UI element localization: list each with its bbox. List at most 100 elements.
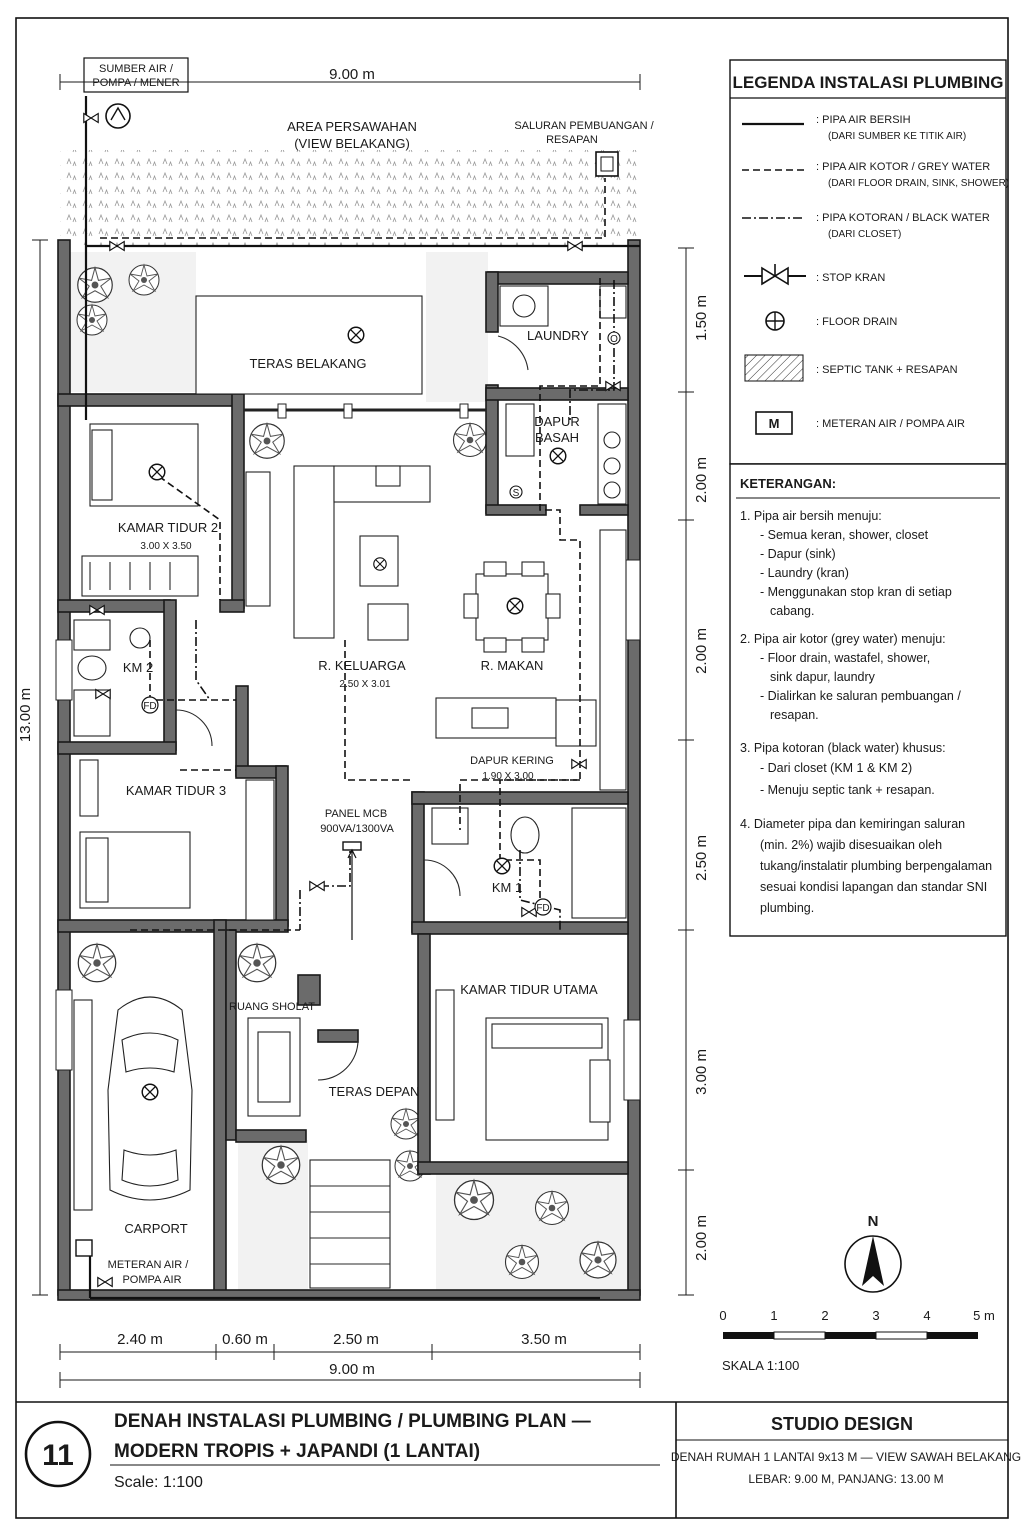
dim-right-2: 2.00 m — [693, 457, 710, 503]
stop-valve-icon — [571, 758, 587, 770]
note-line: - Dialirkan ke saluran pembuangan / — [760, 689, 961, 703]
plant-icon — [453, 1179, 495, 1221]
studio-name: STUDIO DESIGN — [771, 1414, 913, 1434]
floor-drain-marker-icon — [141, 696, 159, 714]
room-kamar-utama: KAMAR TIDUR UTAMA — [460, 982, 598, 997]
plant-icon — [390, 1108, 422, 1140]
dim-right-4: 2.50 m — [693, 835, 710, 881]
room-laundry: LAUNDRY — [527, 328, 589, 343]
legend-item-5: : FLOOR DRAIN — [816, 316, 897, 328]
note-line: - Menuju septic tank + resapan. — [760, 783, 935, 797]
meter-label: METERAN AIR / — [108, 1259, 190, 1271]
note-line: sesuai kondisi lapangan dan standar SNI — [760, 880, 987, 894]
floor-drain-icon — [549, 447, 567, 465]
room-km2: KM 2 — [123, 660, 153, 675]
rice-field-area — [60, 150, 640, 245]
dim-right-1: 1.50 m — [693, 295, 710, 341]
drain-label-2: RESAPAN — [546, 134, 598, 146]
meter-label-2: POMPA AIR — [122, 1274, 181, 1286]
dim-right-3: 2.00 m — [693, 628, 710, 674]
plant-icon — [76, 304, 108, 336]
scale-bar: 0 1 2 3 4 5 m SKALA 1:100 — [719, 1308, 994, 1373]
dim-bottom-2: 0.60 m — [222, 1331, 268, 1348]
north-label: N — [868, 1213, 879, 1230]
dim-top: 9.00 m — [329, 66, 375, 83]
note-line: resapan. — [770, 708, 819, 722]
scale-tick: 3 — [872, 1308, 879, 1323]
stop-valve-icon — [309, 880, 325, 892]
openings — [55, 335, 641, 1101]
legend-title: LEGENDA INSTALASI PLUMBING — [732, 73, 1003, 92]
plant-icon — [249, 423, 285, 459]
dim-right-6: 2.00 m — [693, 1215, 710, 1261]
sheet-size: LEBAR: 9.00 M, PANJANG: 13.00 M — [748, 1472, 943, 1486]
note-line: 1. Pipa air bersih menuju: — [740, 509, 882, 523]
plant-icon — [504, 1244, 540, 1280]
water-source-box — [83, 57, 189, 93]
note-line: 2. Pipa air kotor (grey water) menuju: — [740, 632, 946, 646]
legend-item-4: : STOP KRAN — [816, 272, 885, 284]
water-meter-icon — [75, 1239, 93, 1257]
note-line: tukang/instalatir plumbing berpengalaman — [760, 859, 992, 873]
legend-item-3-detail: (DARI CLOSET) — [828, 229, 901, 240]
panel-label: PANEL MCB — [325, 808, 387, 820]
room-size-label: 1.90 X 3.00 — [482, 771, 534, 782]
room-dapur-basah-2: BASAH — [535, 430, 579, 445]
wardrobe — [81, 555, 199, 597]
plant-icon — [452, 422, 488, 458]
note-line: - Dari closet (KM 1 & KM 2) — [760, 761, 912, 775]
note-line: cabang. — [770, 604, 814, 618]
stop-valve-icon — [97, 1276, 113, 1288]
notes-title: KETERANGAN: — [740, 476, 836, 491]
legend-item-2: : PIPA AIR KOTOR / GREY WATER — [816, 161, 990, 173]
legend-item-2-detail: (DARI FLOOR DRAIN, SINK, SHOWER) — [828, 178, 1009, 189]
north-arrow: N — [844, 1213, 902, 1293]
floor-drain-icon — [148, 463, 166, 481]
outlet-marker-icon — [607, 331, 621, 345]
floor-drain-marker-icon — [534, 898, 552, 916]
legend-meter-icon — [755, 411, 793, 435]
plant-icon — [579, 1241, 617, 1279]
dimensions: 9.00 m 13.00 m 2.40 m 0.60 m 2.50 m 3.50… — [17, 66, 710, 1388]
room-labels: SUMBER AIR / POMPA / MENER AREA PERSAWAH… — [83, 57, 655, 1286]
water-pump-icon — [105, 103, 131, 129]
legend-item-6: : SEPTIC TANK + RESAPAN — [816, 364, 958, 376]
dim-right-5: 3.00 m — [693, 1049, 710, 1095]
note-line: (min. 2%) wajib disesuaikan oleh — [760, 838, 942, 852]
note-line: 4. Diameter pipa dan kemiringan saluran — [740, 817, 965, 831]
stop-valve-icon — [83, 112, 99, 124]
room-dapur-kering: DAPUR KERING — [470, 755, 554, 767]
outlet-label: O — [610, 334, 618, 345]
room-carport: CARPORT — [124, 1221, 187, 1236]
room-size-label: 2.50 X 3.01 — [339, 679, 391, 690]
dim-bottom-total: 9.00 m — [329, 1361, 375, 1378]
sheet-scale: Scale: 1:100 — [114, 1474, 203, 1491]
scale-tick: 5 m — [973, 1308, 995, 1323]
drain-label: SALURAN PEMBUANGAN / — [514, 120, 654, 132]
legend-item-1-detail: (DARI SUMBER KE TITIK AIR) — [828, 131, 966, 142]
sheet-number-badge — [24, 1420, 92, 1488]
floor-drain-icon — [506, 597, 524, 615]
floor-drain-icon — [493, 857, 511, 875]
note-line: - Floor drain, wastafel, shower, — [760, 651, 930, 665]
floor-drain-icon — [347, 326, 365, 344]
area-label: AREA PERSAWAHAN — [287, 119, 417, 134]
sheet-title-2: MODERN TROPIS + JAPANDI (1 LANTAI) — [114, 1441, 480, 1462]
note-line: plumbing. — [760, 901, 814, 915]
legend-floor-drain-icon — [765, 311, 785, 331]
water-source-label-2: POMPA / MENER — [92, 77, 179, 89]
floor-drain-icon — [141, 1083, 159, 1101]
scale-label: SKALA 1:100 — [722, 1358, 799, 1373]
room-ruang-sholat: RUANG SHOLAT — [229, 1001, 315, 1013]
legend-panel: LEGENDA INSTALASI PLUMBING : PIPA AIR BE… — [729, 59, 1009, 937]
drain-outlet-icon — [595, 151, 619, 177]
legend-item-1: : PIPA AIR BERSIH — [816, 114, 911, 126]
room-kamar-tidur-2: KAMAR TIDUR 2 — [118, 520, 218, 535]
stop-valve-icon — [521, 906, 537, 918]
plant-icon — [237, 943, 277, 983]
room-size-label: 3.00 X 3.50 — [140, 541, 192, 552]
sink-label: S — [513, 488, 520, 499]
water-source-label: SUMBER AIR / — [99, 63, 174, 75]
dim-bottom-3: 2.50 m — [333, 1331, 379, 1348]
